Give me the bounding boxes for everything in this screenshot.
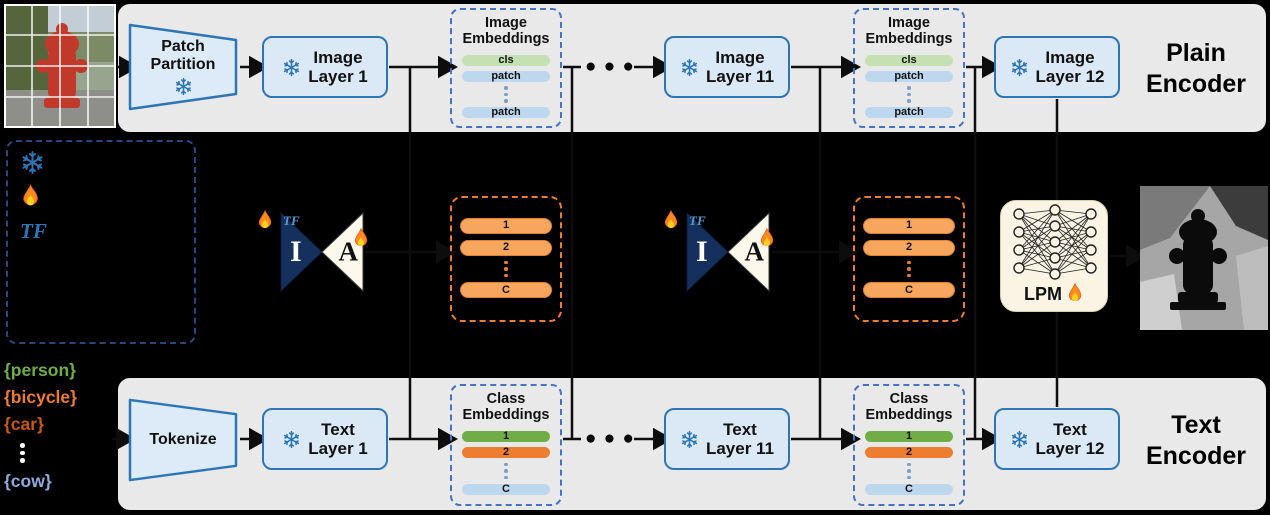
class-embeddings-title: Class Embeddings — [462, 391, 550, 424]
ellipsis-dots: ● ● ● — [585, 56, 635, 77]
class-embeddings-title: Class Embeddings — [865, 391, 953, 424]
image-branch-letter: I — [290, 235, 302, 268]
patch-partition-label: Patch Partition — [150, 38, 216, 73]
class-item-bicycle: {bicycle} — [4, 387, 77, 407]
adapter-branch-letter: A — [744, 236, 765, 267]
fused-bar-2: 2 — [863, 239, 955, 256]
snowflake-icon — [680, 58, 699, 77]
ellipsis-dots-vertical — [504, 462, 508, 479]
fire-icon — [1066, 282, 1084, 305]
image-layer-1-label: Image Layer 1 — [308, 47, 368, 86]
class-bar-1: 1 — [865, 430, 953, 442]
fire-icon — [352, 227, 370, 250]
fire-icon — [256, 209, 274, 232]
patch-token-bar: patch — [865, 70, 953, 82]
tokenize-label: Tokenize — [149, 431, 217, 449]
lpm-block: LPM — [1000, 200, 1108, 312]
ellipsis-dots: ● ● ● — [585, 428, 635, 449]
ellipsis-dots-vertical — [907, 260, 911, 278]
image-layer-11-label: Image Layer 11 — [705, 47, 775, 86]
lpm-label: LPM — [1024, 283, 1062, 304]
bowtie-shape — [686, 212, 770, 292]
tf-label: TF — [689, 213, 706, 228]
ellipsis-dots-vertical — [504, 86, 508, 103]
patch-token-bar: patch — [462, 70, 550, 82]
patch-token-bar: patch — [865, 107, 953, 119]
patch-partition-block: Patch Partition — [128, 23, 238, 111]
image-embeddings-1: Image Embeddings cls patch patch — [450, 8, 562, 128]
plain-encoder-title: Plain Encoder — [1145, 39, 1247, 99]
fire-icon — [662, 209, 680, 232]
tf-label: TF — [20, 219, 47, 243]
text-layer-11-label: Text Layer 11 — [705, 419, 775, 458]
adapter-branch-letter: A — [338, 236, 359, 267]
mlp-network-icon — [1013, 204, 1097, 280]
snowflake-icon — [282, 430, 301, 449]
tf-label: TF — [283, 213, 300, 228]
ellipsis-dots-vertical — [20, 443, 25, 463]
fused-bar-1: 1 — [460, 217, 552, 234]
class-embeddings-2: Class Embeddings 1 2 C — [853, 384, 965, 506]
ellipsis-dots-vertical — [504, 260, 508, 278]
fused-embeddings-1: 1 2 C — [450, 196, 562, 322]
fused-bar-c: C — [460, 282, 552, 299]
snowflake-icon — [1010, 430, 1029, 449]
snowflake-icon — [680, 430, 699, 449]
fused-bar-1: 1 — [863, 217, 955, 234]
snowflake-icon — [174, 77, 193, 96]
class-bar-c: C — [865, 483, 953, 495]
trapezoid-shape — [128, 23, 238, 111]
mask-image — [1140, 186, 1268, 330]
cls-token-bar: cls — [462, 54, 550, 66]
snowflake-icon — [20, 150, 45, 175]
snowflake-icon — [1010, 58, 1029, 77]
fused-embeddings-2: 1 2 C — [853, 196, 965, 322]
class-bar-2: 2 — [865, 446, 953, 458]
fused-bar-c: C — [863, 282, 955, 299]
cls-token-bar: cls — [865, 54, 953, 66]
trapezoid-shape — [128, 398, 238, 482]
text-layer-1-label: Text Layer 1 — [308, 419, 368, 458]
text-layer-1: Text Layer 1 — [262, 408, 388, 470]
tokenize-block: Tokenize — [128, 398, 238, 482]
image-branch-letter: I — [696, 235, 708, 268]
patch-token-bar: patch — [462, 107, 550, 119]
class-bar-2: 2 — [462, 446, 550, 458]
image-embeddings-title: Image Embeddings — [462, 15, 550, 48]
snowflake-icon — [282, 58, 301, 77]
text-encoder-title: Text Encoder — [1145, 411, 1247, 471]
fused-bar-2: 2 — [460, 239, 552, 256]
fire-icon — [758, 227, 776, 250]
class-list: {person} {bicycle} {car} {cow} — [4, 360, 116, 492]
fire-icon — [20, 183, 41, 210]
ellipsis-dots-vertical — [907, 462, 911, 479]
class-bar-c: C — [462, 483, 550, 495]
image-embeddings-2: Image Embeddings cls patch patch — [853, 8, 965, 128]
adapter-block-2: TF I A — [664, 209, 774, 292]
image-layer-12-label: Image Layer 12 — [1035, 47, 1105, 86]
class-embeddings-1: Class Embeddings 1 2 C — [450, 384, 562, 506]
text-layer-11: Text Layer 11 — [664, 408, 790, 470]
image-layer-12: Image Layer 12 — [994, 36, 1120, 98]
text-layer-12: Text Layer 12 — [994, 408, 1120, 470]
text-layer-12-label: Text Layer 12 — [1035, 419, 1105, 458]
image-embeddings-title: Image Embeddings — [865, 15, 953, 48]
ellipsis-dots-vertical — [907, 86, 911, 103]
bowtie-shape — [280, 212, 364, 292]
class-bar-1: 1 — [462, 430, 550, 442]
legend-box: TF — [6, 140, 196, 344]
street-hydrant-photo — [4, 4, 116, 128]
input-image — [4, 4, 116, 128]
image-layer-1: Image Layer 1 — [262, 36, 388, 98]
class-item-car: {car} — [4, 414, 44, 434]
image-layer-11: Image Layer 11 — [664, 36, 790, 98]
class-item-cow: {cow} — [4, 470, 52, 491]
segmentation-mask-output — [1140, 186, 1268, 330]
class-item-person: {person} — [4, 360, 76, 380]
adapter-block-1: TF I A — [258, 209, 368, 292]
